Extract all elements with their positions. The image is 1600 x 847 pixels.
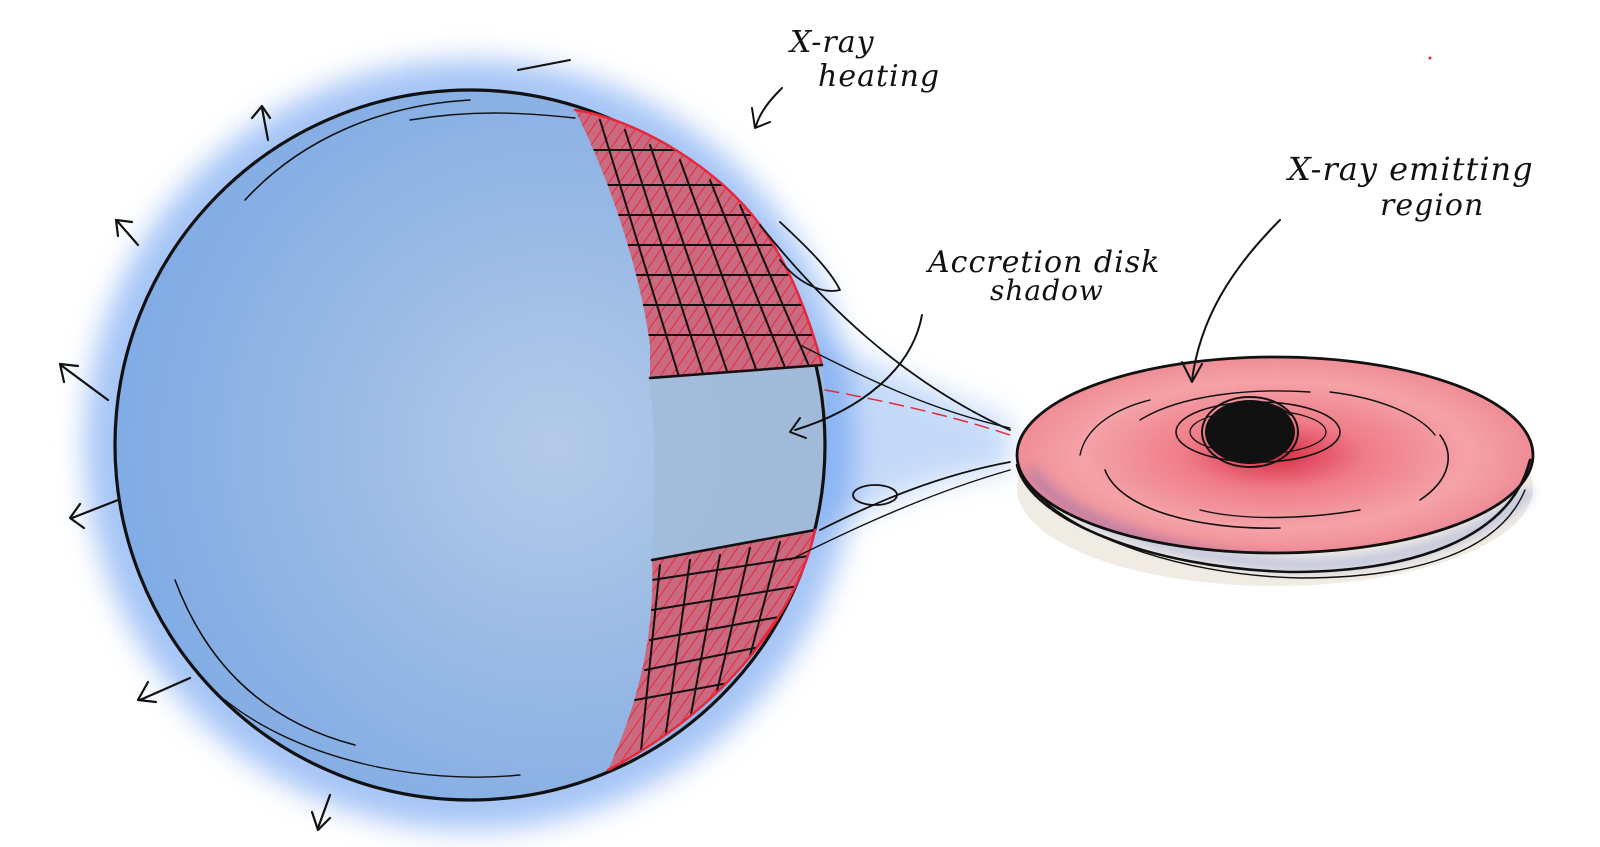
- label-xray-emitting-line1: X-ray emitting: [1285, 150, 1534, 188]
- label-xray-emitting-line2: region: [1380, 188, 1484, 223]
- red-speck: [1429, 57, 1432, 60]
- xray-emitting-core: [1202, 397, 1298, 467]
- arrow-icon: [312, 795, 330, 830]
- accretion-disk: [1017, 357, 1533, 586]
- label-xray-heating-line2: heating: [818, 59, 940, 94]
- arrow-icon: [752, 88, 782, 128]
- disk-shadow-region: [650, 365, 827, 560]
- label-xray-emitting: X-ray emitting region: [1285, 150, 1534, 223]
- label-disk-shadow-line2: shadow: [990, 274, 1104, 307]
- arrow-icon: [116, 220, 138, 245]
- label-xray-heating-line1: X-ray: [788, 25, 875, 60]
- label-disk-shadow: Accretion disk shadow: [925, 245, 1160, 307]
- label-xray-heating: X-ray heating: [788, 25, 940, 94]
